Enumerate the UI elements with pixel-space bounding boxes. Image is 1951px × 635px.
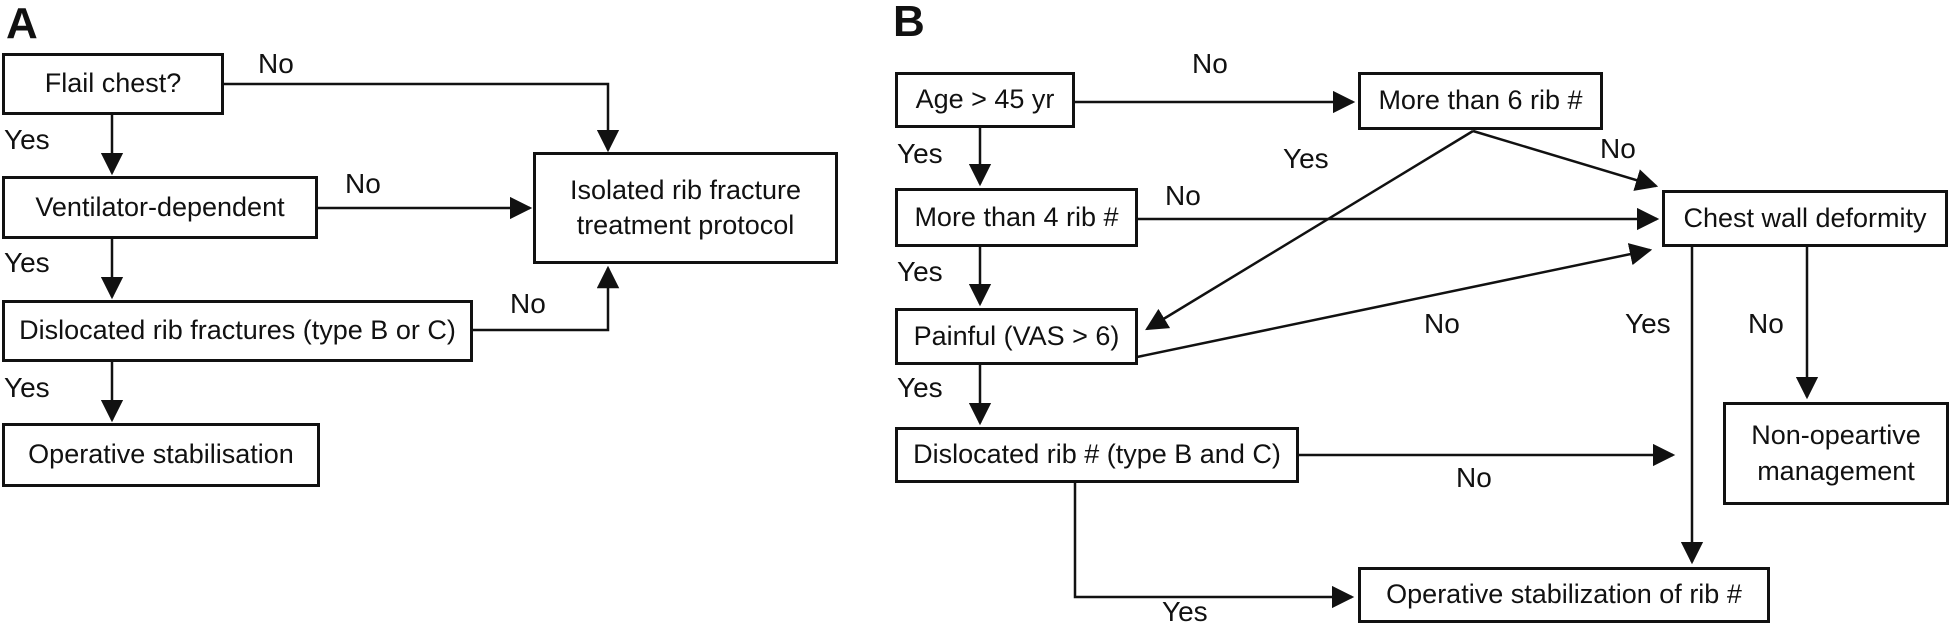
edge-label-a-ventilator-no: No [345, 168, 381, 199]
edge-label-b-more4-yes: Yes [897, 256, 943, 287]
edge-label-b-chestwall-yes: Yes [1625, 308, 1671, 339]
edge-label-a-dislocated-yes: Yes [4, 372, 50, 403]
edge-b-painful-no [1136, 243, 1653, 359]
edge-label-a-flail-yes: Yes [4, 124, 50, 155]
node-more-than-4-rib: More than 4 rib # [895, 188, 1138, 247]
edge-label-b-age-no: No [1192, 48, 1228, 79]
node-age-45: Age > 45 yr [895, 72, 1075, 128]
node-dislocated-rib-b: Dislocated rib # (type B and C) [895, 427, 1299, 483]
node-isolated-rib-fracture-protocol: Isolated rib fracture treatment protocol [533, 152, 838, 264]
edge-b-dislocated-yes [1073, 483, 1355, 609]
panel-a-label: A [6, 0, 38, 48]
node-dislocated-rib-fractures: Dislocated rib fractures (type B or C) [2, 300, 473, 362]
edge-label-b-dislocated-yes: Yes [1162, 596, 1208, 627]
edge-label-a-ventilator-yes: Yes [4, 247, 50, 278]
edge-label-b-chestwall-no: No [1748, 308, 1784, 339]
edge-a-flail-no [224, 82, 620, 153]
node-operative-stabilization-rib: Operative stabilization of rib # [1358, 567, 1770, 623]
node-flail-chest: Flail chest? [2, 53, 224, 115]
edge-label-b-painful-no: No [1424, 308, 1460, 339]
edge-b-more6-yes [1145, 129, 1474, 331]
node-operative-stabilisation: Operative stabilisation [2, 423, 320, 487]
edge-label-a-dislocated-no: No [510, 288, 546, 319]
edge-label-b-more6-no: No [1600, 133, 1636, 164]
edge-label-a-flail-no: No [258, 48, 294, 79]
edge-a-dislocated-no [473, 265, 620, 332]
edge-b-more6-no [1472, 129, 1659, 191]
node-more-than-6-rib: More than 6 rib # [1358, 72, 1603, 130]
panel-b-label: B [893, 0, 925, 46]
edge-label-b-more4-no: No [1165, 180, 1201, 211]
node-painful-vas: Painful (VAS > 6) [895, 308, 1138, 365]
node-ventilator-dependent: Ventilator-dependent [2, 176, 318, 239]
edge-label-b-age-yes: Yes [897, 138, 943, 169]
edge-label-b-dislocated-no: No [1456, 462, 1492, 493]
node-chest-wall-deformity: Chest wall deformity [1662, 190, 1948, 247]
edge-label-b-painful-yes: Yes [897, 372, 943, 403]
node-non-operative-management: Non-opeartive management [1723, 402, 1949, 505]
edge-label-b-more6-yes: Yes [1283, 143, 1329, 174]
